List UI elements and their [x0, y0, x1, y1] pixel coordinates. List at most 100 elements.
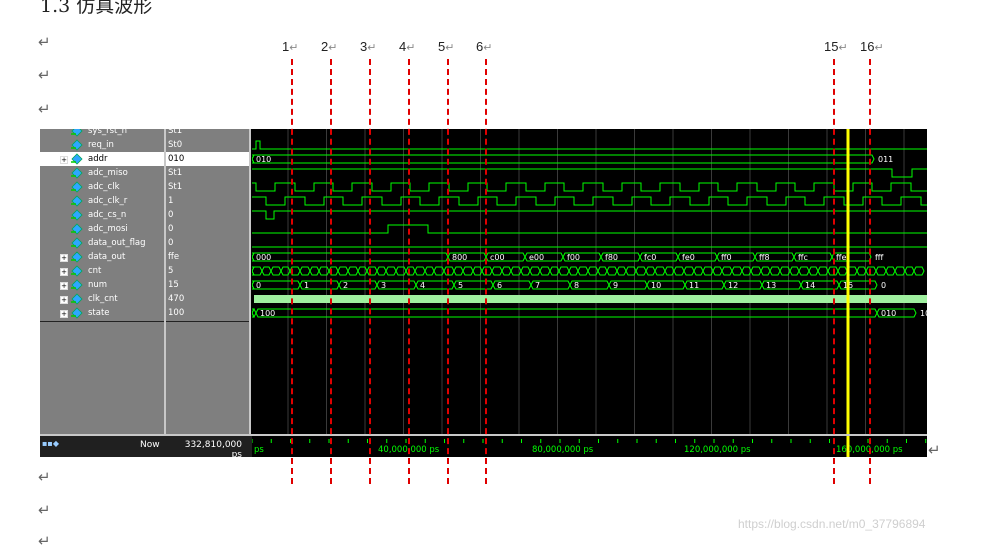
- bus-segment: [424, 266, 435, 276]
- bus-segment: [569, 280, 610, 290]
- bus-segment: [608, 280, 648, 290]
- bus-segment: [255, 308, 878, 318]
- expand-icon[interactable]: +: [60, 282, 68, 290]
- signal-value: ffe: [168, 252, 180, 262]
- paragraph-mark-icon: ↵: [38, 100, 51, 118]
- bus-value-label: 100: [260, 309, 275, 318]
- bus-segment: [683, 266, 695, 276]
- marker-line: [408, 59, 410, 484]
- bus-segment: [761, 280, 802, 290]
- signal-name: sys_rst_n: [88, 129, 128, 136]
- bus-value-label: 800: [452, 253, 467, 262]
- signal-value: 0: [168, 210, 174, 220]
- paragraph-mark-icon: ↵: [38, 468, 51, 486]
- signal-value: 0: [168, 238, 174, 248]
- bus-value-label: 6: [497, 281, 502, 290]
- signal-row-adc-miso[interactable]: adc_miso: [40, 166, 165, 180]
- bus-value-label: fc0: [644, 253, 656, 262]
- signal-row-adc-clk[interactable]: adc_clk: [40, 180, 165, 194]
- bus-value-label: ffe: [836, 253, 847, 262]
- bus-segment: [646, 280, 686, 290]
- bus-segment: [299, 266, 311, 276]
- bus-value-label: 11: [689, 281, 699, 290]
- bus-segment: [894, 266, 906, 276]
- watermark: https://blog.csdn.net/m0_37796894: [738, 517, 926, 531]
- paragraph-mark-icon: ↵: [38, 33, 51, 51]
- signal-icon: [71, 265, 83, 277]
- bus-segment: [328, 266, 339, 276]
- marker-line: [869, 59, 871, 484]
- bus-segment: [645, 266, 656, 276]
- marker-label: 5↵: [438, 39, 455, 54]
- signal-icon: [71, 293, 83, 305]
- paragraph-mark-icon: ↵: [38, 532, 51, 550]
- bus-value-label: 0: [256, 281, 261, 290]
- marker-label: 1↵: [282, 39, 299, 54]
- bus-segment: [520, 266, 531, 276]
- marker-label: 16↵: [860, 39, 884, 54]
- bus-segment: [568, 266, 579, 276]
- cursor-tools-icon[interactable]: ▪▪◆: [42, 439, 59, 448]
- signal-row-adc-clk-r[interactable]: adc_clk_r: [40, 194, 165, 208]
- bus-segment: [252, 307, 257, 319]
- bus-segment: [252, 266, 263, 276]
- signal-icon: [71, 307, 83, 319]
- bus-value-label: 4: [420, 281, 425, 290]
- expand-icon[interactable]: +: [60, 268, 68, 276]
- signal-value: 5: [168, 266, 174, 276]
- marker-line: [330, 59, 332, 484]
- expand-icon[interactable]: +: [60, 254, 68, 262]
- bus-segment: [754, 252, 795, 262]
- bus-segment: [357, 266, 368, 276]
- digital-wave: [252, 182, 927, 192]
- bus-segment: [597, 266, 608, 276]
- signal-icon: [71, 181, 83, 193]
- bus-segment: [472, 266, 483, 276]
- document-heading: 1.3 仿真波形: [40, 0, 153, 17]
- bus-segment: [693, 266, 704, 276]
- bus-segment: [731, 266, 743, 276]
- bus-value-label: 10: [920, 309, 927, 318]
- signal-row-clk-cnt[interactable]: + clk_cnt: [40, 292, 165, 306]
- signal-row-data-out-flag[interactable]: data_out_flag: [40, 236, 165, 250]
- signal-row-adc-mosi[interactable]: adc_mosi: [40, 222, 165, 236]
- bus-segment: [414, 266, 426, 276]
- signal-row-state[interactable]: +state: [40, 306, 165, 320]
- bus-value-label: fe0: [682, 253, 695, 262]
- bus-value-label: 1: [304, 281, 309, 290]
- expand-icon[interactable]: +: [60, 296, 68, 304]
- signal-row-adc-cs-n[interactable]: adc_cs_n: [40, 208, 165, 222]
- signal-row-data-out[interactable]: +data_out: [40, 250, 165, 264]
- bus-segment: [252, 280, 301, 290]
- signal-row-req-in[interactable]: req_in: [40, 138, 165, 152]
- bus-segment: [415, 280, 455, 290]
- bus-segment: [741, 266, 752, 276]
- signal-row-addr[interactable]: + addr: [40, 152, 165, 166]
- signal-row-cnt[interactable]: +cnt: [40, 264, 165, 278]
- bus-segment: [347, 266, 359, 276]
- bus-value-label: e00: [529, 253, 544, 262]
- bus-segment: [491, 266, 503, 276]
- expand-icon[interactable]: +: [60, 156, 68, 164]
- signal-row-num[interactable]: +num: [40, 278, 165, 292]
- signal-name: addr: [88, 154, 108, 164]
- bus-segment: [280, 266, 291, 276]
- marker-label: 4↵: [399, 39, 416, 54]
- bus-segment: [837, 266, 848, 276]
- bus-value-label: 0: [881, 281, 886, 290]
- expand-icon[interactable]: +: [60, 310, 68, 318]
- bus-segment: [539, 266, 551, 276]
- bus-segment: [529, 266, 541, 276]
- signal-row-sys-rst-n[interactable]: sys_rst_n: [40, 129, 165, 138]
- bus-segment: [289, 266, 301, 276]
- bus-segment: [702, 266, 714, 276]
- bus-value-label: 010: [256, 155, 271, 164]
- signal-name: clk_cnt: [88, 294, 118, 304]
- bus-segment: [309, 266, 320, 276]
- paragraph-mark-icon: ↵: [38, 66, 51, 84]
